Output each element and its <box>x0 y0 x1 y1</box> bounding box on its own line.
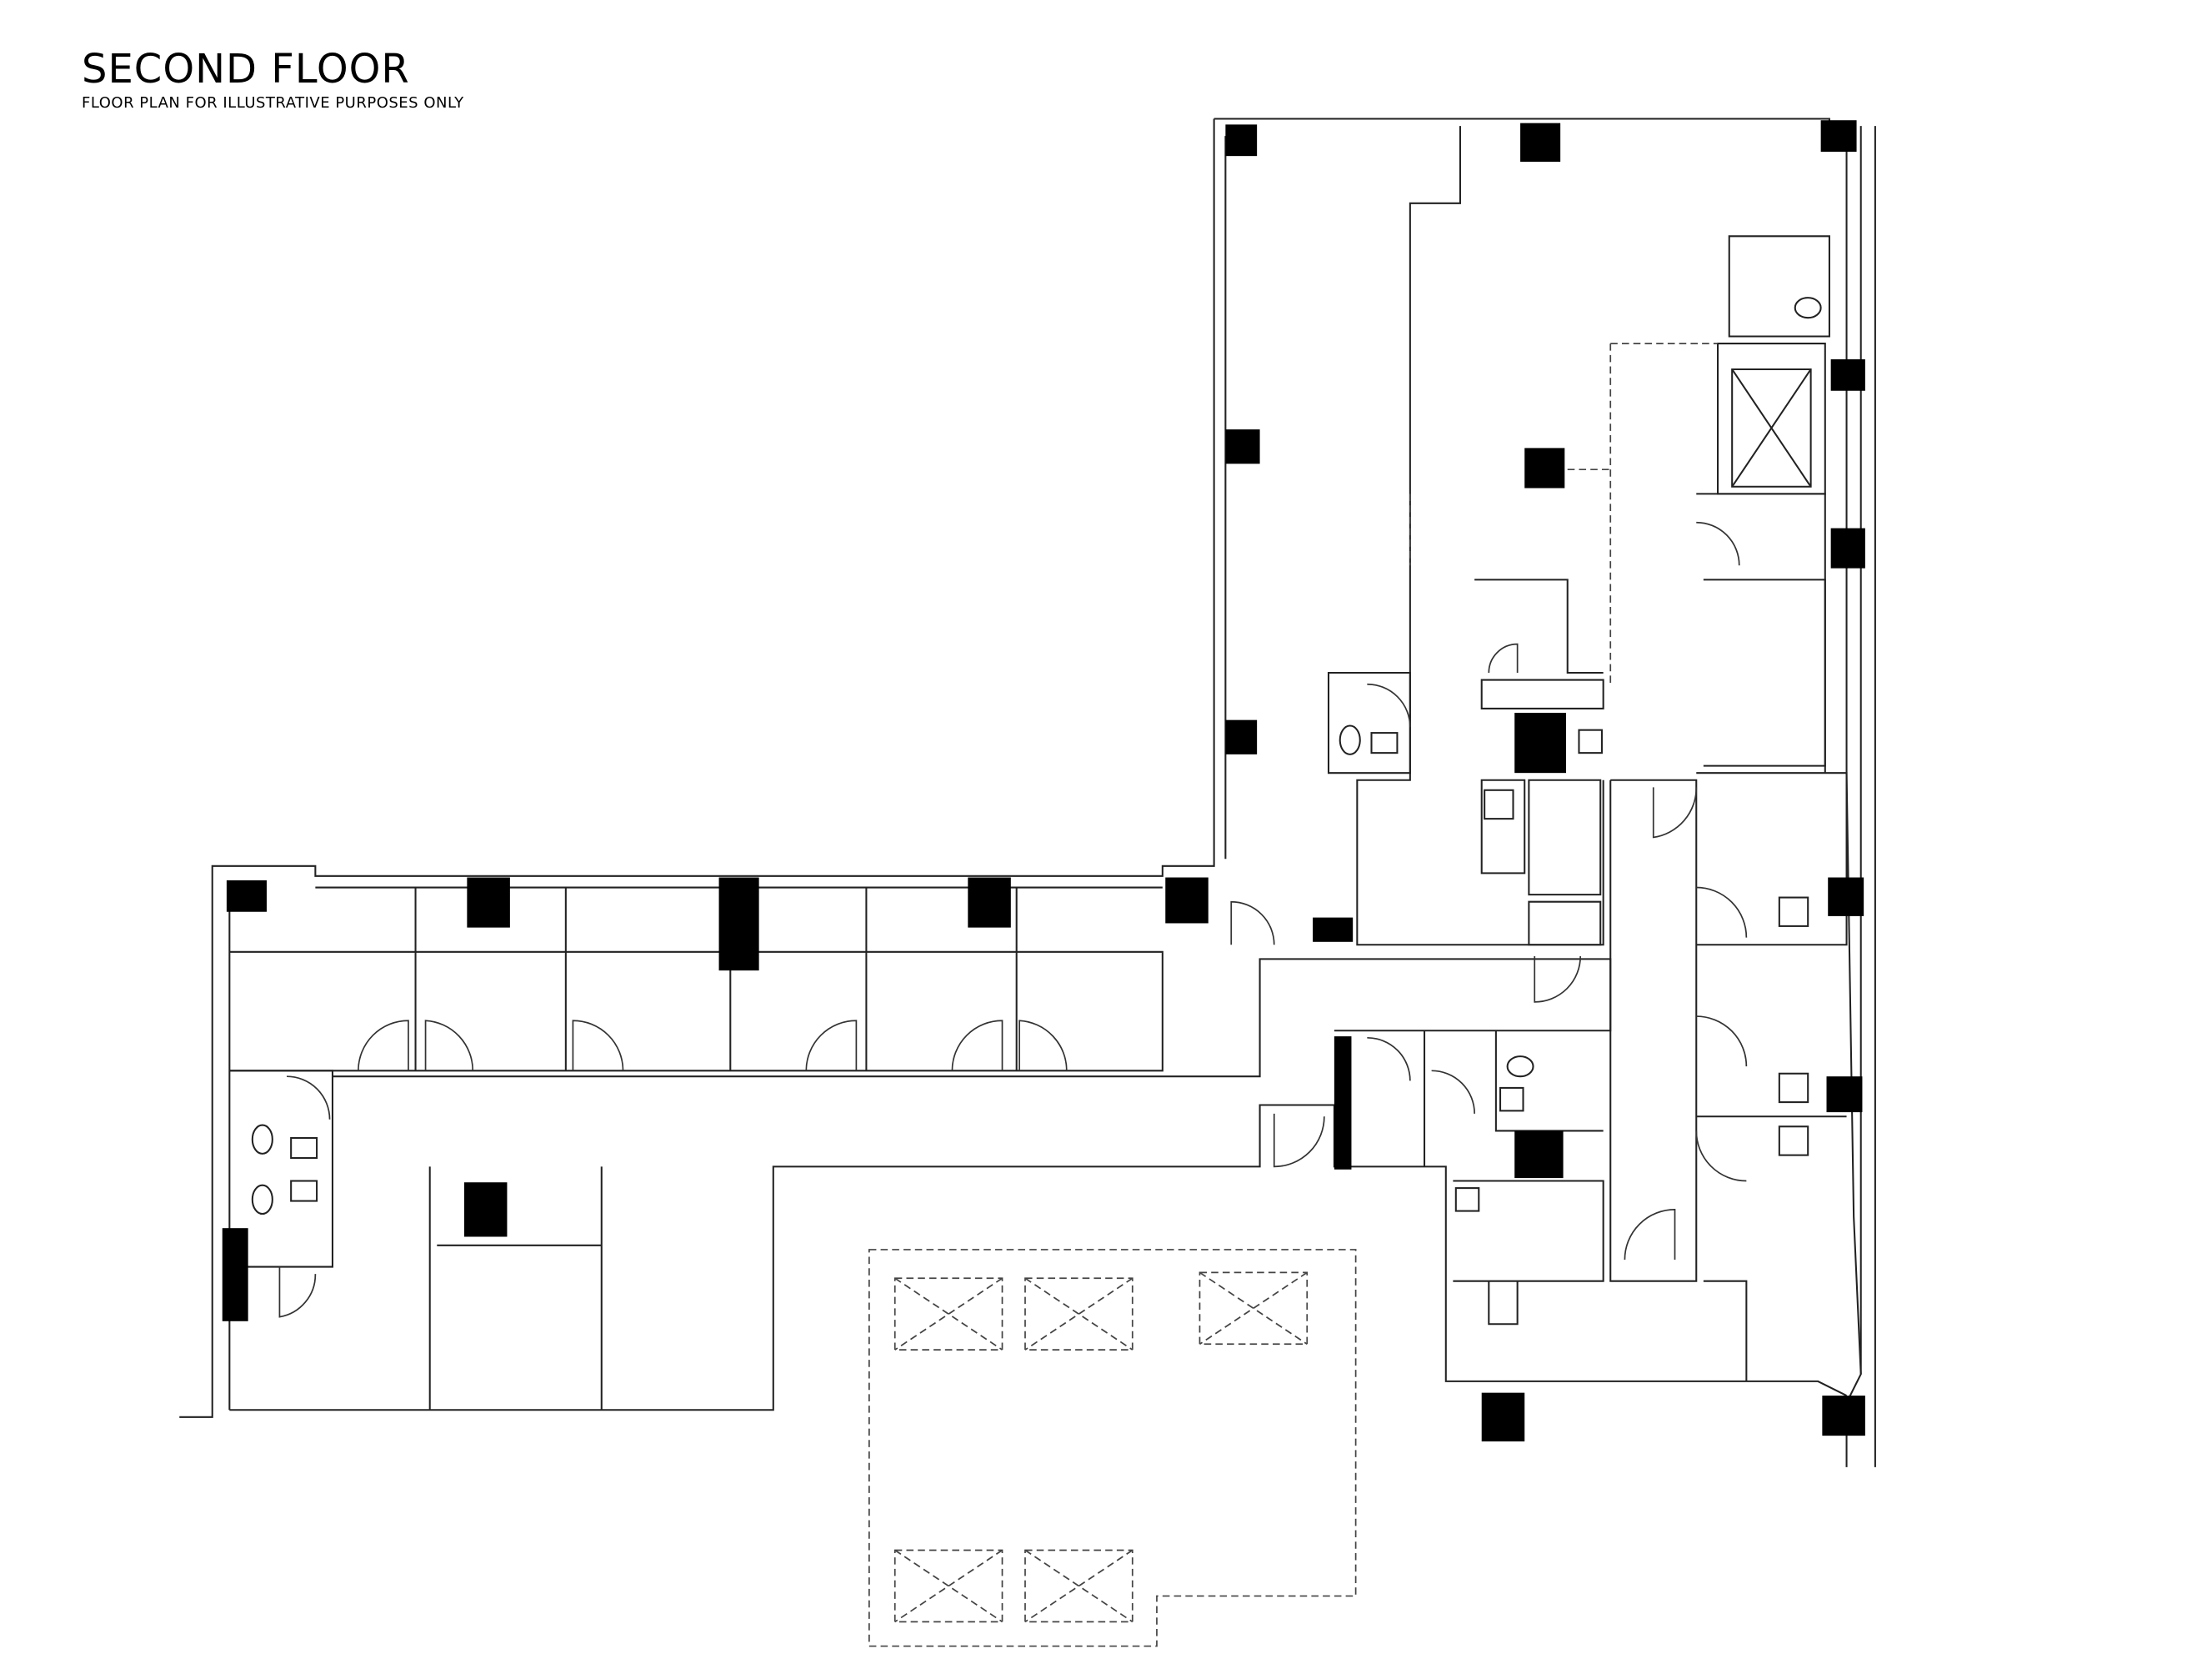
sink-icon <box>1578 729 1603 754</box>
sink-icon <box>1778 896 1809 927</box>
page-title: SECOND FLOOR <box>82 46 410 93</box>
skylight <box>893 1271 1309 1623</box>
toilet-icon <box>1794 297 1822 319</box>
toilet-icon <box>251 1124 273 1155</box>
toilet-icon <box>1339 724 1361 755</box>
sink-icon <box>1499 1086 1524 1112</box>
toilet-icon <box>251 1184 273 1215</box>
sink-icon <box>1370 732 1399 754</box>
structural-columns <box>222 120 1865 1442</box>
sink-icon <box>1454 1187 1480 1212</box>
sink-icon <box>290 1136 318 1160</box>
dashed-lines <box>868 343 1812 1647</box>
toilet-icon <box>1506 1055 1534 1078</box>
sink-icon <box>290 1180 318 1202</box>
fixtures <box>251 297 1822 1215</box>
sink-icon <box>1778 1125 1809 1156</box>
sink-icon <box>1484 789 1514 820</box>
sink-icon <box>1778 1072 1809 1104</box>
doors <box>278 521 1748 1318</box>
page-subtitle: FLOOR PLAN FOR ILLUSTRATIVE PURPOSES ONL… <box>82 94 464 112</box>
elevator-icon <box>1731 368 1812 488</box>
interior-walls <box>229 126 1848 1411</box>
exterior-walls <box>179 118 1876 1467</box>
